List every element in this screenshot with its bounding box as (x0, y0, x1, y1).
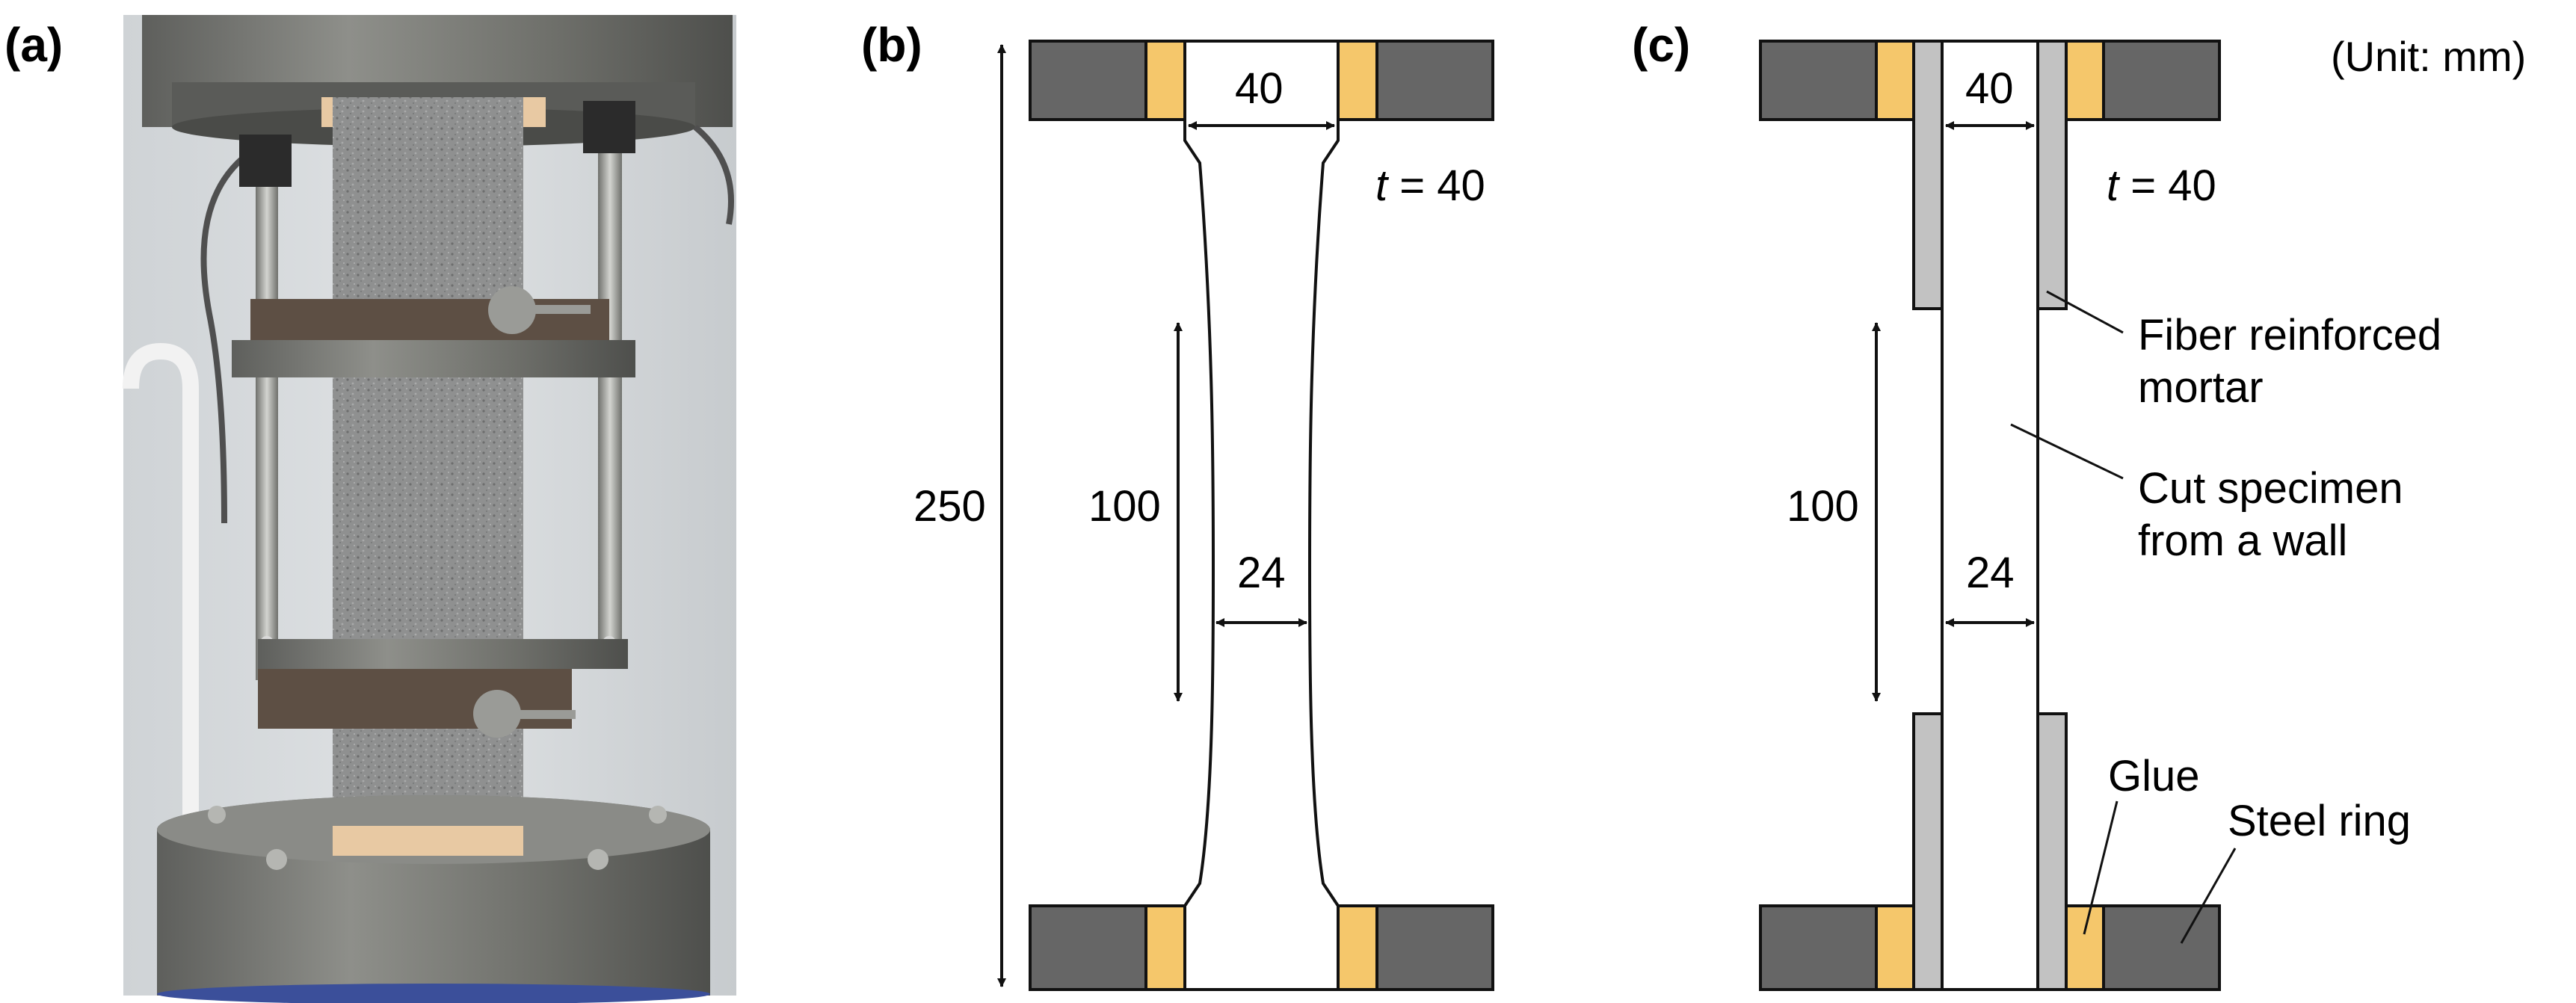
dim-thickness: t = 40 (1375, 161, 1485, 210)
dumbbell-specimen (1183, 40, 1340, 991)
panel-c-label: (c) (1632, 18, 1690, 72)
dim-top-width: 40 (1235, 64, 1284, 113)
callout-glue: Glue (2108, 752, 2200, 800)
steel-ring-top (1029, 40, 1494, 121)
dim-top-width-c: 40 (1965, 64, 2014, 113)
dim-gauge-length-c: 100 (1787, 482, 1859, 531)
callout-fiber-line2: mortar (2138, 363, 2264, 412)
panel-c: (c) (Unit: mm) 100 40 (1632, 18, 2526, 991)
dim-neck-width: 24 (1237, 549, 1286, 597)
test-photo (123, 15, 736, 1003)
steel-ring-bottom (1029, 904, 1494, 991)
panel-a-label: (a) (4, 18, 63, 72)
callout-steel-ring: Steel ring (2228, 797, 2411, 845)
cut-specimen (1941, 40, 2039, 991)
steel-ring-leader (2180, 848, 2237, 944)
fiber-leader (2046, 290, 2124, 334)
unit-label: (Unit: mm) (2331, 33, 2526, 80)
callout-cut-line2: from a wall (2138, 516, 2347, 565)
callout-cut-line1: Cut specimen (2138, 464, 2403, 513)
fiber-mortar (1912, 40, 2068, 991)
panel-b: (b) 250 100 40 24 t = 40 (861, 18, 1494, 991)
callout-fiber-line1: Fiber reinforced (2138, 311, 2441, 359)
cut-leader (2010, 423, 2124, 480)
dim-total-height: 250 (913, 482, 986, 531)
dim-gauge-length: 100 (1088, 482, 1161, 531)
panel-b-label: (b) (861, 18, 922, 72)
steel-ring-top-c (1759, 40, 2221, 121)
glue-leader (2083, 800, 2119, 935)
dim-thickness-c-value: = 40 (2119, 161, 2216, 210)
steel-ring-bottom-c (1759, 904, 2221, 991)
panel-a: (a) (4, 15, 736, 1003)
dim-neck-width-c: 24 (1966, 549, 2015, 597)
dim-thickness-c: t = 40 (2107, 161, 2216, 210)
dim-thickness-value: = 40 (1387, 161, 1485, 210)
